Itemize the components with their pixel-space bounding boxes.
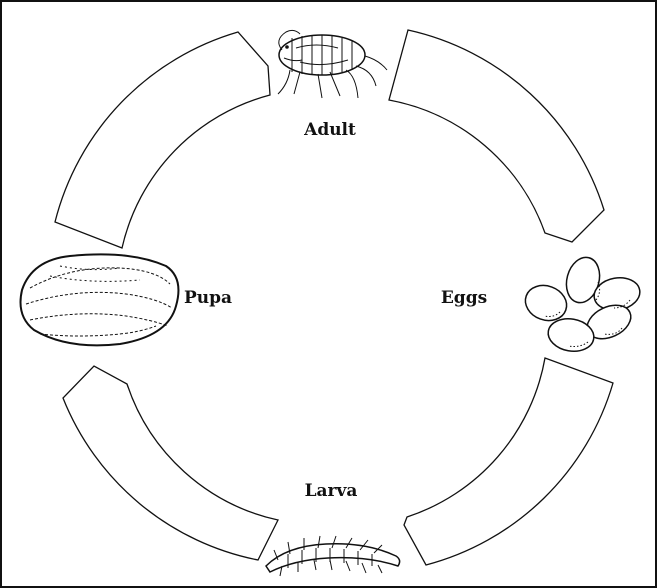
eggs-icon — [520, 254, 642, 355]
label-adult: Adult — [303, 120, 356, 140]
larva-icon — [266, 536, 400, 576]
arrow-box-bottom-right — [404, 358, 613, 565]
adult-flea-icon — [278, 30, 387, 98]
label-pupa: Pupa — [184, 288, 232, 308]
arrow-box-top-left — [55, 32, 270, 248]
label-larva: Larva — [305, 481, 358, 501]
arrow-box-top-right — [389, 30, 604, 242]
label-eggs: Eggs — [441, 288, 487, 308]
pupa-icon — [21, 254, 179, 345]
arrow-box-bottom-left — [63, 366, 278, 560]
